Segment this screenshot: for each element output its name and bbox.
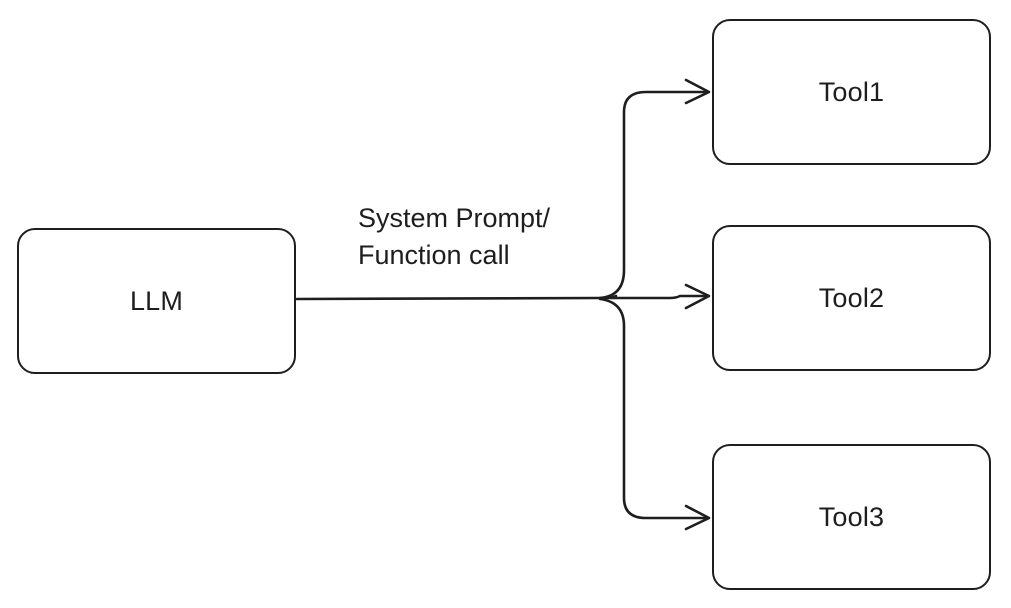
connector-to-tool3	[598, 297, 710, 520]
llm-node-label: LLM	[129, 285, 184, 316]
tool1-node: Tool1	[712, 19, 991, 165]
arrowhead-tool1	[684, 78, 711, 105]
tool1-node-label: Tool1	[818, 76, 885, 107]
edge-label-line2: Function call	[358, 240, 510, 270]
llm-node: LLM	[17, 228, 296, 374]
connector-to-tool2	[598, 294, 710, 300]
tool3-node: Tool3	[712, 444, 991, 590]
tool3-node-label: Tool3	[818, 501, 885, 532]
edge-label-line1: System Prompt/	[358, 203, 551, 233]
tool2-node-label: Tool2	[818, 282, 885, 313]
tool2-node: Tool2	[712, 225, 991, 371]
connector-trunk	[295, 294, 618, 301]
arrowhead-tool2	[684, 283, 711, 310]
edge-label: System Prompt/ Function call	[358, 200, 550, 274]
connector-to-tool1	[598, 90, 710, 300]
arrowhead-tool3	[684, 504, 711, 531]
